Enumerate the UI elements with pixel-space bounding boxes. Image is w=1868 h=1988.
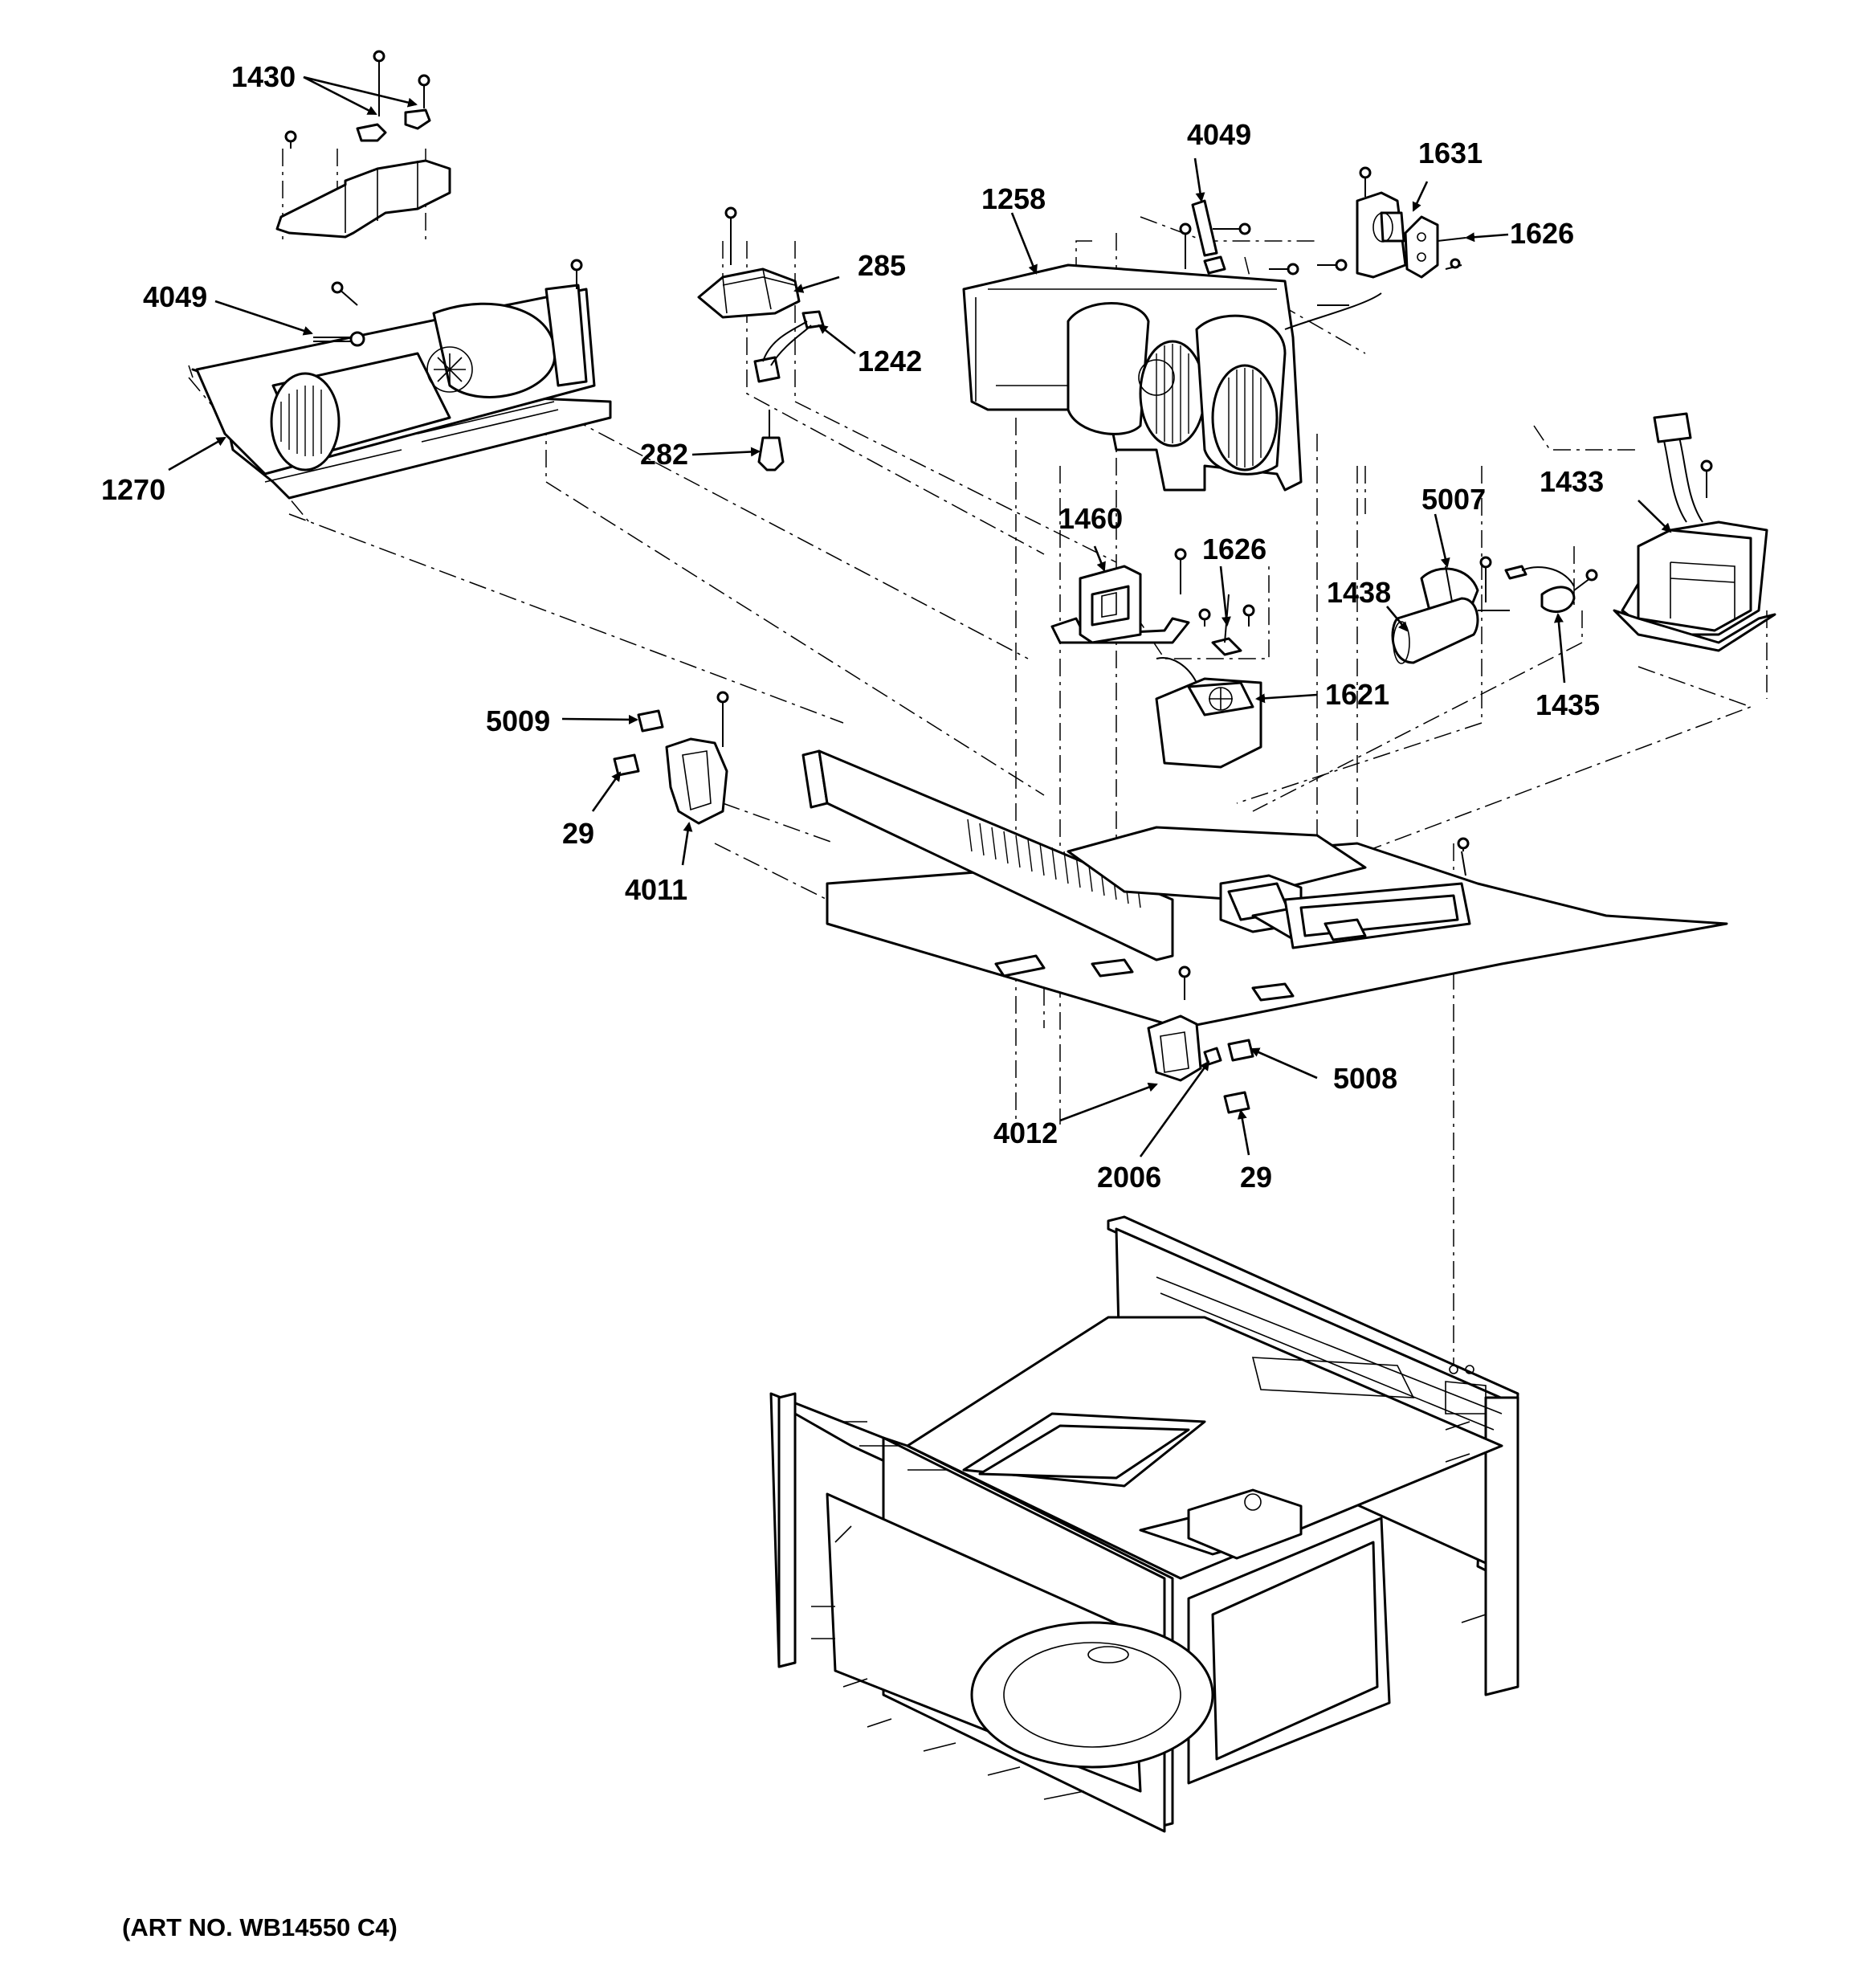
callout-4011: 4011	[625, 873, 687, 906]
part-29-right-switch	[1223, 1091, 1250, 1114]
part-1626-top-screw	[1437, 237, 1466, 270]
callout-1438: 1438	[1327, 576, 1391, 609]
callout-1430: 1430	[231, 60, 296, 93]
callout-29-left: 29	[562, 817, 594, 850]
part-1631-switch-bracket	[1356, 166, 1439, 279]
callout-5007: 5007	[1421, 483, 1486, 516]
callout-4012: 4012	[993, 1116, 1058, 1149]
callout-285: 285	[858, 249, 906, 282]
part-282-lamp-bulb	[757, 410, 785, 471]
part-1626-mid-fuse	[1174, 548, 1255, 656]
part-29-left-switch	[613, 753, 640, 777]
callout-1626-top: 1626	[1510, 217, 1574, 250]
callout-1433: 1433	[1540, 465, 1604, 498]
chassis-base-plate	[801, 749, 1728, 1030]
callout-4049-right: 4049	[1187, 118, 1251, 151]
part-1433-high-voltage-transformer	[1613, 412, 1776, 652]
callout-4049-left: 4049	[143, 280, 207, 313]
callout-29-right: 29	[1240, 1161, 1272, 1194]
callout-leaders	[168, 76, 1672, 1157]
part-1430-thermostat-bracket	[275, 50, 451, 239]
callout-2006: 2006	[1097, 1161, 1161, 1194]
part-1438-capacitor	[1391, 556, 1510, 664]
part-5008-door-switch	[1227, 1039, 1254, 1062]
art-number-caption: (ART NO. WB14550 C4)	[122, 1913, 398, 1941]
part-1435-thermal-cutoff	[1504, 565, 1598, 614]
callout-1270: 1270	[101, 473, 165, 506]
callout-1435: 1435	[1536, 688, 1600, 721]
callout-1258: 1258	[981, 182, 1046, 215]
part-4012-right-latch-bracket	[1147, 1014, 1202, 1082]
callout-282: 282	[640, 438, 688, 471]
callout-labels: 1430 4049 1270 285 1242 282 4049 1258 16…	[101, 60, 1604, 1194]
oven-cavity-assembly	[769, 1215, 1519, 1833]
callout-5008: 5008	[1333, 1062, 1397, 1095]
part-5009-interlock-switch	[637, 709, 664, 733]
callout-1460: 1460	[1058, 502, 1123, 535]
callout-1242: 1242	[858, 345, 922, 378]
part-1258-right-blower	[962, 199, 1382, 492]
part-285-lamp-cover	[697, 206, 801, 319]
part-1242-lamp-socket-harness	[753, 310, 825, 383]
part-1460-transformer	[1050, 565, 1190, 644]
callout-1631: 1631	[1418, 137, 1483, 169]
callout-1621: 1621	[1325, 678, 1389, 711]
part-4011-left-latch-bracket	[665, 691, 729, 825]
callout-1626-mid: 1626	[1202, 533, 1266, 565]
callout-5009: 5009	[486, 704, 550, 737]
part-2006-latch-cam	[1203, 1047, 1222, 1066]
part-1621-relay-board	[1155, 657, 1262, 769]
part-1270-left-blower	[191, 259, 612, 500]
